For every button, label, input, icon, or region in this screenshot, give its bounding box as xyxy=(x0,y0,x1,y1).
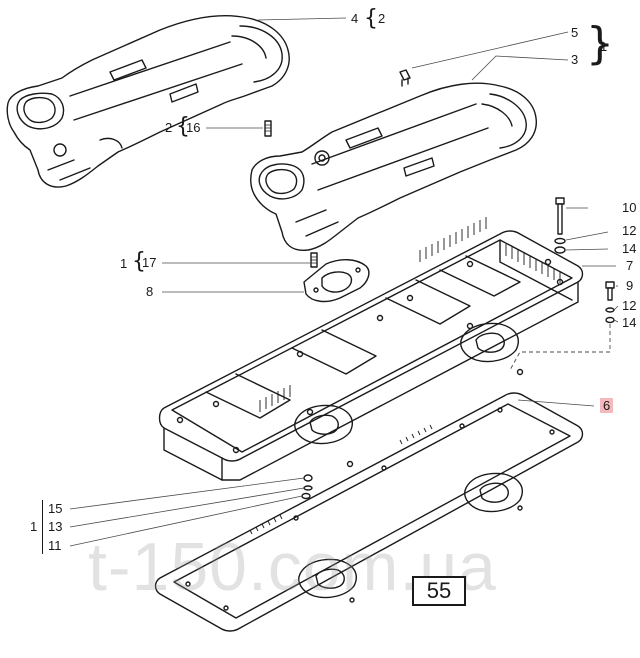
washer-14a xyxy=(554,246,566,254)
label-3: 3 xyxy=(571,52,579,67)
label-1-of-5-3: 1 xyxy=(600,39,608,54)
label-12-lower: 12 xyxy=(622,298,637,313)
label-12-upper: 12 xyxy=(622,223,637,238)
bolt-9 xyxy=(605,281,615,301)
brace-4: { xyxy=(364,6,378,31)
bolt-10 xyxy=(555,197,565,235)
page-number: 55 xyxy=(426,578,452,603)
label-6: 6 xyxy=(600,398,614,413)
stud-17 xyxy=(310,252,318,268)
label-14-upper: 14 xyxy=(622,241,637,256)
label-14-lower: 14 xyxy=(622,315,637,330)
gasket-8 xyxy=(303,259,370,303)
brace-17: { xyxy=(132,249,146,274)
washer-12b xyxy=(605,307,615,313)
manifold-left xyxy=(6,14,290,188)
brace-16: { xyxy=(176,114,190,139)
label-1-of-17: 1 xyxy=(120,256,128,271)
label-16: 16 xyxy=(186,120,201,135)
label-15: 15 xyxy=(48,501,63,516)
washer-12a xyxy=(554,237,566,245)
label-5: 5 xyxy=(571,25,579,40)
label-6-highlight: 6 xyxy=(600,398,614,413)
assembly-line-bolt-9 xyxy=(509,324,611,371)
group-bracket-15-13-11 xyxy=(42,500,43,554)
label-17: 17 xyxy=(142,255,157,270)
manifold-right xyxy=(249,69,537,251)
label-11: 11 xyxy=(48,538,62,553)
label-7: 7 xyxy=(626,258,634,273)
page-number-box: 55 xyxy=(412,576,466,606)
label-1-of-15-13-11: 1 xyxy=(30,519,38,534)
gasket-6 xyxy=(154,392,584,632)
label-2-of-16: 2 xyxy=(165,120,173,135)
label-9: 9 xyxy=(626,278,634,293)
label-2-of-4: 2 xyxy=(378,11,386,26)
label-10: 10 xyxy=(622,200,637,215)
stud-16 xyxy=(264,120,272,137)
washer-14b xyxy=(605,316,615,324)
label-13: 13 xyxy=(48,519,63,534)
label-4: 4 xyxy=(351,11,359,26)
parts-15-13-11 xyxy=(301,474,313,500)
valve-cover-7 xyxy=(158,217,584,481)
label-8: 8 xyxy=(146,284,154,299)
brace-5-3: } xyxy=(586,18,614,69)
